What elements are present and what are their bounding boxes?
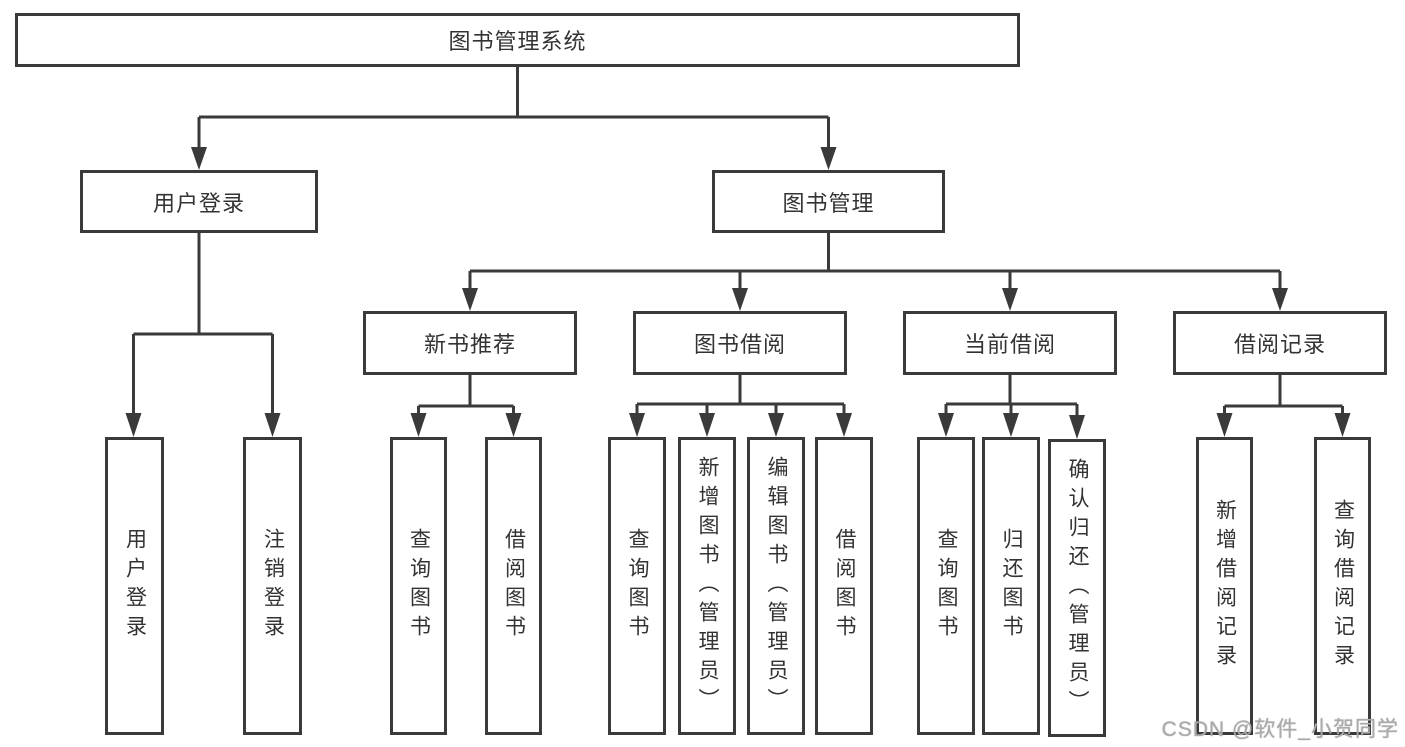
leaf-records-add-record: 新增借阅记录 <box>1196 437 1253 735</box>
leaf-recommend-borrow-books: 借阅图书 <box>485 437 542 735</box>
node-borrow-records: 借阅记录 <box>1173 311 1387 375</box>
node-user-login: 用户登录 <box>80 170 318 233</box>
leaf-records-query-record: 查询借阅记录 <box>1314 437 1371 735</box>
leaf-borrow-borrow-books: 借阅图书 <box>815 437 873 735</box>
node-label: 新书推荐 <box>423 332 516 357</box>
node-label: 当前借阅 <box>963 332 1056 357</box>
leaf-current-return-books: 归还图书 <box>982 437 1040 735</box>
node-label: 图书管理系统 <box>448 29 587 54</box>
leaf-borrow-add-books-admin: 新增图书（管理员） <box>678 437 736 735</box>
leaf-current-confirm-return-admin: 确认归还（管理员） <box>1048 439 1106 737</box>
leaf-current-query-books: 查询图书 <box>917 437 975 735</box>
leaf-logout: 注销登录 <box>243 437 302 735</box>
leaf-label: 查询借阅记录 <box>1331 499 1355 673</box>
node-label: 用户登录 <box>152 190 245 216</box>
leaf-label: 查询图书 <box>935 528 958 644</box>
leaf-label: 查询图书 <box>626 528 649 644</box>
leaf-label: 借阅图书 <box>833 528 856 644</box>
leaf-label: 编辑图书（管理员） <box>765 455 788 717</box>
leaf-label: 借阅图书 <box>502 528 526 644</box>
leaf-recommend-query-books: 查询图书 <box>390 437 447 735</box>
leaf-label: 注销登录 <box>261 528 285 644</box>
node-label: 图书管理 <box>782 190 875 216</box>
node-book-borrow: 图书借阅 <box>633 311 847 375</box>
node-new-book-recommend: 新书推荐 <box>363 311 577 375</box>
leaf-label: 归还图书 <box>1000 528 1023 644</box>
leaf-label: 查询图书 <box>407 528 431 644</box>
leaf-label: 新增借阅记录 <box>1213 499 1237 673</box>
node-current-borrow: 当前借阅 <box>903 311 1117 375</box>
node-book-management: 图书管理 <box>712 170 945 233</box>
leaf-borrow-edit-books-admin: 编辑图书（管理员） <box>747 437 805 735</box>
csdn-watermark: CSDN @软件_小贺同学 <box>1161 718 1399 741</box>
leaf-label: 用户登录 <box>123 528 147 644</box>
leaf-label: 新增图书（管理员） <box>696 455 719 717</box>
node-label: 借阅记录 <box>1233 332 1326 357</box>
node-root-system: 图书管理系统 <box>15 13 1020 67</box>
leaf-user-login: 用户登录 <box>105 437 164 735</box>
leaf-label: 确认归还（管理员） <box>1066 457 1089 719</box>
node-label: 图书借阅 <box>693 332 786 357</box>
leaf-borrow-query-books: 查询图书 <box>608 437 666 735</box>
